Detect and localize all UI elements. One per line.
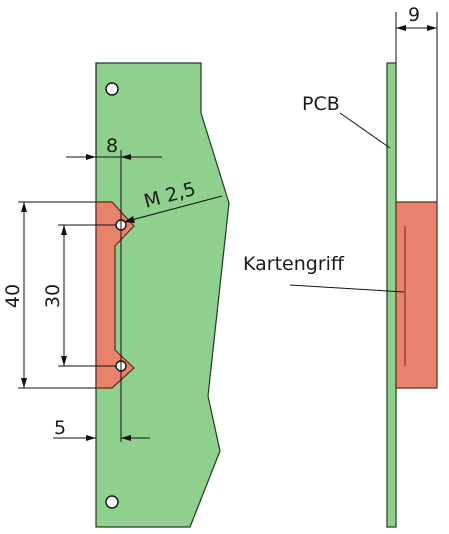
card-grip-side: [395, 201, 438, 389]
dimension-lines: [18, 63, 223, 442]
side-dimension: [395, 12, 438, 202]
pcb-front: [95, 62, 230, 528]
card-grip-leader: [289, 284, 405, 293]
side-arrowheads: [396, 25, 437, 31]
card-grip-front: [95, 201, 135, 389]
pcb-side: [386, 62, 397, 528]
pcb-leader: [339, 112, 391, 149]
dim-height-inner: 30: [42, 284, 64, 308]
label-pcb: PCB: [302, 93, 340, 115]
dim-height-outer: 40: [2, 284, 24, 308]
dim-offset-bottom: 5: [54, 417, 66, 439]
label-card-grip: Kartengriff: [243, 253, 345, 275]
front-view: [95, 62, 230, 528]
dim-width-top: 8: [106, 135, 118, 157]
arrowheads: [21, 154, 135, 441]
dim-side-thickness: 9: [408, 4, 420, 26]
pcb-hole-top: [105, 82, 119, 96]
side-view: [386, 62, 438, 528]
pcb-hole-bottom: [105, 495, 119, 509]
